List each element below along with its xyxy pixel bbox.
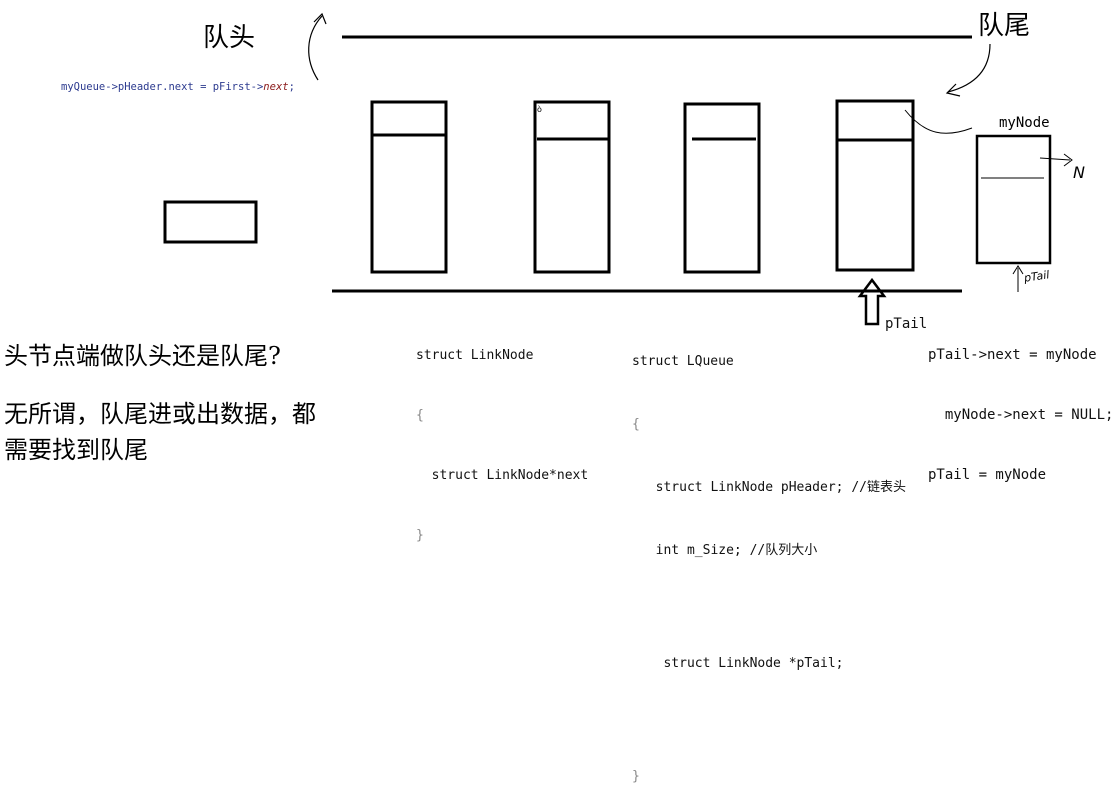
code-top-italic: next (263, 81, 289, 93)
right-code-line-2: myNode->next = NULL; (928, 407, 1114, 423)
node-2 (533, 100, 611, 274)
question-text: 头节点端做队头还是队尾? (4, 342, 281, 370)
code-top-end: ; (288, 81, 295, 93)
linknode-line-1: struct LinkNode (416, 348, 534, 363)
node-2-mark: ò (537, 104, 542, 114)
linknode-line-2: { (416, 408, 424, 423)
node-4 (835, 99, 915, 272)
lqueue-line-5 (632, 603, 906, 611)
lqueue-line-2: { (632, 417, 640, 432)
n-arrow (1039, 153, 1073, 167)
linknode-line-4: } (416, 528, 424, 543)
lqueue-line-7 (632, 716, 906, 724)
code-top-line: myQueue->pHeader.next = pFirst->next; (61, 69, 295, 93)
head-arrowhead (313, 12, 327, 25)
lqueue-line-4: int m_Size; //队列大小 (640, 543, 818, 558)
lqueue-line-8: } (632, 769, 640, 784)
head-curve-arrow (308, 15, 323, 81)
struct-linknode-code: struct LinkNode { struct LinkNode*next } (416, 306, 588, 566)
handwritten-n-label: N (1073, 163, 1085, 182)
struct-lqueue-code: struct LQueue { struct LinkNode pHeader;… (632, 309, 906, 808)
queue-diagram: ò (163, 12, 1073, 326)
node-1 (370, 100, 448, 274)
node-3 (683, 102, 761, 274)
right-code-line-3: pTail = myNode (928, 467, 1047, 483)
tail-arrowhead (945, 83, 961, 97)
queue-head-label: 队头 (203, 23, 256, 53)
small-node-box (163, 200, 258, 244)
link-curve (904, 109, 973, 134)
mynode-label: myNode (999, 115, 1050, 131)
mynode-up-arrow (1012, 265, 1024, 292)
ptail-label: pTail (885, 316, 928, 332)
answer-line-1: 无所谓，队尾进或出数据，都 (4, 400, 316, 428)
tail-curve-arrow (947, 43, 991, 93)
mynode-box (975, 134, 1052, 265)
code-top-prefix: myQueue->pHeader.next = pFirst-> (61, 81, 264, 93)
right-code: pTail->next = myNode myNode->next = NULL… (928, 305, 1113, 505)
lqueue-line-6: struct LinkNode *pTail; (640, 656, 844, 671)
lqueue-line-3: struct LinkNode pHeader; //链表头 (640, 480, 906, 495)
ptail-up-arrow (857, 277, 887, 326)
linknode-line-3: struct LinkNode*next (416, 468, 589, 483)
lqueue-line-1: struct LQueue (632, 354, 734, 369)
answer-line-2: 需要找到队尾 (4, 436, 148, 464)
queue-tail-label: 队尾 (978, 11, 1031, 41)
right-code-line-1: pTail->next = myNode (928, 347, 1097, 363)
